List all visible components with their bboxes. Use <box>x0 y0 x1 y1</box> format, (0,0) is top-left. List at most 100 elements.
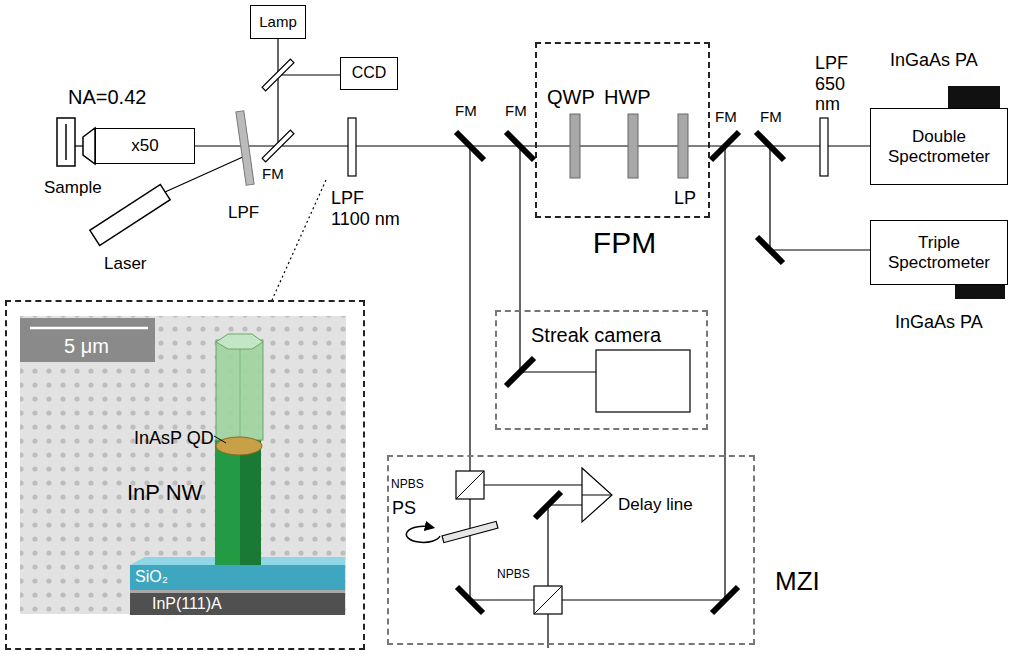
beam <box>520 371 596 372</box>
nanowire-core <box>215 440 261 565</box>
box-label: Double Spectrometer <box>876 127 1002 166</box>
streak-camera-group: Streak camera <box>495 310 708 430</box>
quarter-wave-plate <box>570 114 580 178</box>
flip-mirror <box>456 132 484 160</box>
part-name: FM <box>455 102 477 119</box>
rotation-arrow <box>406 526 440 542</box>
beam <box>470 599 725 600</box>
part-name: FM <box>505 102 527 119</box>
box-label: Triple Spectrometer <box>876 233 1002 272</box>
part-name: NPBS <box>497 568 530 582</box>
filter-plate <box>236 111 254 185</box>
inset-label: InP(111)A <box>152 595 222 613</box>
flip-mirror <box>506 132 534 160</box>
mzi-group: MZI <box>387 455 755 645</box>
ccd-beam <box>278 74 340 75</box>
sio2-layer <box>130 565 345 590</box>
beam-splitter-cube <box>456 471 484 499</box>
quantum-dot <box>216 437 262 455</box>
mirror <box>757 237 783 263</box>
sample-holder <box>57 118 75 166</box>
detector-label: InGaAs PA <box>890 50 978 71</box>
laser-body <box>90 185 170 246</box>
splitter-plate <box>262 59 294 91</box>
lpf-filter <box>236 111 254 185</box>
nanowire-edge <box>240 349 241 440</box>
beam <box>769 146 770 250</box>
beam <box>519 146 520 372</box>
objective-nose <box>83 128 95 164</box>
streak-camera-body <box>596 350 690 412</box>
beam-splitter <box>262 59 294 91</box>
beam <box>548 504 582 505</box>
flip-mirror <box>262 130 294 162</box>
part-name: FM <box>760 108 782 125</box>
hole-pattern <box>20 316 346 614</box>
part-name: LP <box>674 188 696 209</box>
part-name: HWP <box>604 86 651 109</box>
part-name: NPBS <box>391 478 424 492</box>
part-name: FM <box>262 165 284 182</box>
beam <box>770 249 870 250</box>
phase-plate <box>442 521 498 542</box>
beam-splitter-cube <box>534 586 562 614</box>
sem-background <box>20 316 346 614</box>
mirror <box>457 587 483 613</box>
box-label: CCD <box>352 64 387 82</box>
inset-label: 5 μm <box>64 335 109 358</box>
laser <box>90 185 170 246</box>
inset-label: SiO₂ <box>135 568 168 586</box>
part-name: Delay line <box>618 495 693 515</box>
nanowire-inset: 5 μm InAsP QD InP NW SiO₂ InP(111)A <box>5 300 365 650</box>
beam <box>547 505 548 648</box>
objective-lens: x50 <box>95 128 195 164</box>
group-heading: MZI <box>775 567 820 597</box>
beam <box>484 484 582 485</box>
leader-line <box>214 436 226 443</box>
substrate-edge <box>130 590 345 593</box>
beam <box>75 145 83 146</box>
lamp-box: Lamp <box>250 5 306 39</box>
part-name: Sample <box>44 178 102 198</box>
box-label: Lamp <box>259 13 297 30</box>
scale-bar <box>30 327 148 330</box>
mirror <box>535 492 561 518</box>
flip-mirror <box>711 132 739 160</box>
inset-label: InAsP QD <box>134 428 214 449</box>
splitter-plate <box>262 130 294 162</box>
scale-bar-panel <box>20 318 155 362</box>
nanowire-top <box>216 334 263 349</box>
part-name: QWP <box>547 86 595 109</box>
inp-substrate <box>130 590 345 615</box>
mirror <box>506 358 534 386</box>
mirror <box>712 587 738 613</box>
spectrometer-box: Double Spectrometer <box>870 108 1008 185</box>
lpf-filter <box>348 118 356 176</box>
nanowire-facet <box>240 440 261 565</box>
delay-prism <box>582 468 612 522</box>
lpf-filter <box>820 118 828 176</box>
lamp-beam <box>277 39 278 146</box>
nanowire-shell <box>216 340 263 440</box>
part-name: FM <box>715 108 737 125</box>
prism-edge <box>582 495 612 496</box>
detector <box>948 86 1000 108</box>
box-label: x50 <box>131 136 158 156</box>
phase-shifter <box>442 521 498 542</box>
inset-label: InP NW <box>127 480 202 505</box>
part-name: LPF <box>228 203 259 223</box>
numerical-aperture: NA=0.42 <box>68 86 146 109</box>
filter-label: LPF 650 nm <box>815 53 875 115</box>
detector <box>955 285 1005 299</box>
cube-diagonal <box>534 586 562 614</box>
cube-diagonal <box>456 471 484 499</box>
group-heading: Streak camera <box>531 324 661 347</box>
linear-polarizer <box>678 114 688 178</box>
inset-pointer <box>272 180 326 300</box>
part-name: PS <box>392 498 416 519</box>
beam <box>724 146 725 600</box>
spectrometer-box: Triple Spectrometer <box>870 220 1008 285</box>
